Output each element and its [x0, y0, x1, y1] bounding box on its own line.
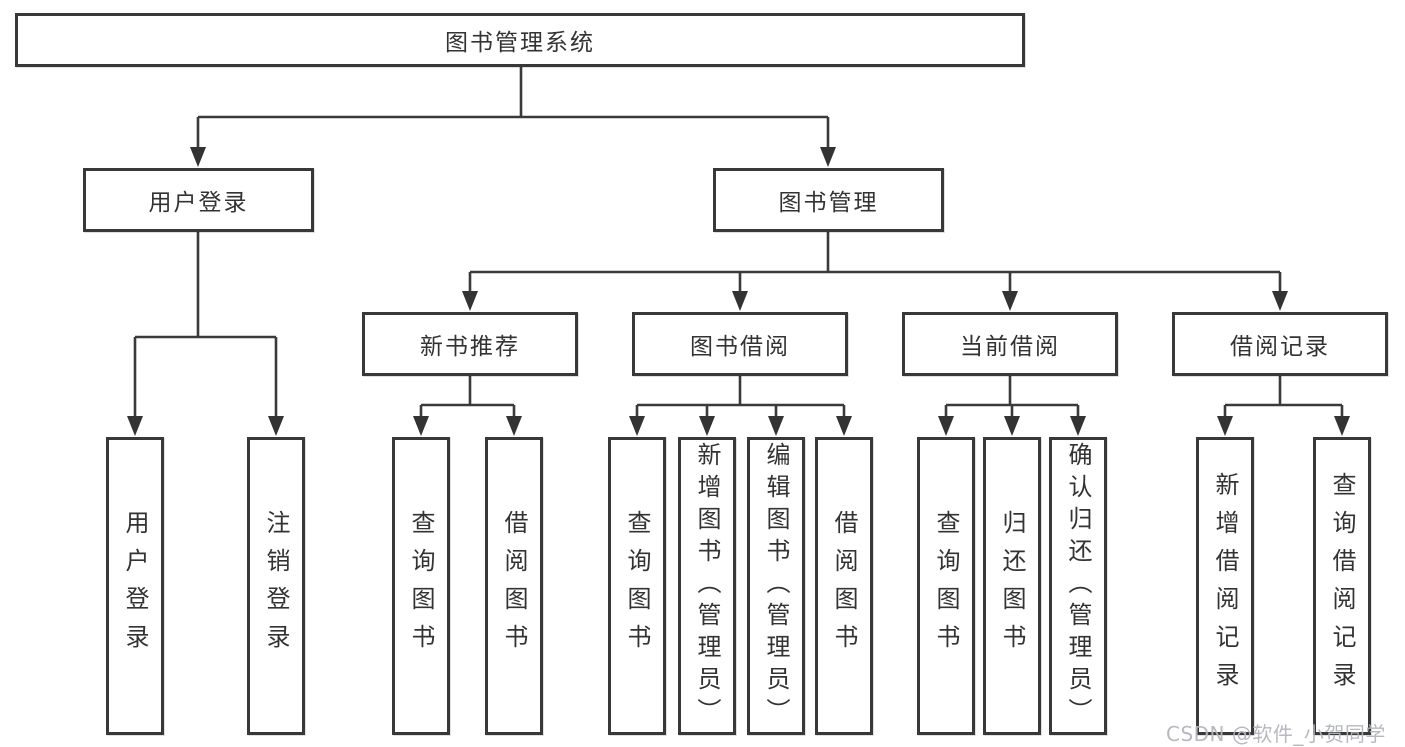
node-label: 归还图书 — [998, 510, 1026, 662]
csdn-watermark: CSDN @软件_小贺同学 — [1166, 722, 1386, 746]
leaf-borrow-books-recommend: 借阅图书 — [485, 437, 543, 735]
leaf-borrow-books-borrowing: 借阅图书 — [815, 437, 873, 735]
leaf-add-borrow-record: 新增借阅记录 — [1196, 437, 1254, 735]
node-label: 查询借阅记录 — [1328, 472, 1356, 700]
arrowheads-borrow-leaves — [629, 416, 852, 436]
node-label: 借阅记录 — [1230, 334, 1330, 360]
leaf-confirm-return-admin: 确认归还（管理员） — [1049, 437, 1107, 735]
node-library-management-system: 图书管理系统 — [15, 13, 1025, 67]
node-label: 查询图书 — [407, 510, 435, 662]
leaf-user-login: 用户登录 — [106, 437, 164, 735]
node-label: 编辑图书（管理员） — [762, 442, 790, 730]
arrowheads-records-leaves — [1217, 416, 1350, 436]
node-label: 图书借阅 — [690, 334, 790, 360]
node-label: 借阅图书 — [830, 510, 858, 662]
leaf-add-book-admin: 新增图书（管理员） — [678, 437, 736, 735]
connector-root-to-level2 — [196, 67, 830, 149]
leaf-query-books-recommend: 查询图书 — [392, 437, 450, 735]
node-label: 借阅图书 — [500, 510, 528, 662]
connector-borrow-to-leaves — [635, 376, 846, 419]
connector-login-to-leaves — [133, 232, 278, 419]
node-label: 新增图书（管理员） — [693, 442, 721, 730]
connector-bookmgmt-to-level3 — [468, 232, 1282, 293]
leaf-logout: 注销登录 — [247, 437, 305, 735]
connector-current-to-leaves — [944, 376, 1080, 419]
node-label: 当前借阅 — [960, 334, 1060, 360]
leaf-query-books-current: 查询图书 — [917, 437, 975, 735]
node-label: 图书管理系统 — [445, 30, 595, 56]
leaf-query-borrow-record: 查询借阅记录 — [1313, 437, 1371, 735]
connector-records-to-leaves — [1223, 376, 1344, 419]
connector-newbook-to-leaves — [419, 376, 516, 419]
leaf-query-books-borrowing: 查询图书 — [608, 437, 666, 735]
node-label: 确认归还（管理员） — [1064, 442, 1092, 730]
node-label: 注销登录 — [262, 510, 290, 662]
arrowheads-newbook-leaves — [413, 416, 522, 436]
arrowheads-login-leaves — [127, 416, 284, 436]
node-borrowing-records: 借阅记录 — [1172, 312, 1388, 376]
arrowheads-level3 — [462, 291, 1288, 311]
node-book-management: 图书管理 — [713, 168, 944, 232]
node-label: 用户登录 — [121, 510, 149, 662]
node-label: 查询图书 — [932, 510, 960, 662]
leaf-return-books: 归还图书 — [983, 437, 1041, 735]
node-label: 查询图书 — [623, 510, 651, 662]
node-book-borrowing: 图书借阅 — [632, 312, 848, 376]
node-label: 图书管理 — [778, 190, 879, 216]
leaf-edit-book-admin: 编辑图书（管理员） — [747, 437, 805, 735]
node-new-book-recommendation: 新书推荐 — [362, 312, 578, 376]
node-label: 用户登录 — [148, 190, 249, 216]
node-current-borrowing: 当前借阅 — [902, 312, 1118, 376]
arrowheads-level2 — [190, 147, 836, 167]
node-label: 新增借阅记录 — [1211, 472, 1239, 700]
arrowheads-current-leaves — [938, 416, 1086, 436]
node-user-login: 用户登录 — [83, 168, 314, 232]
node-label: 新书推荐 — [420, 334, 520, 360]
